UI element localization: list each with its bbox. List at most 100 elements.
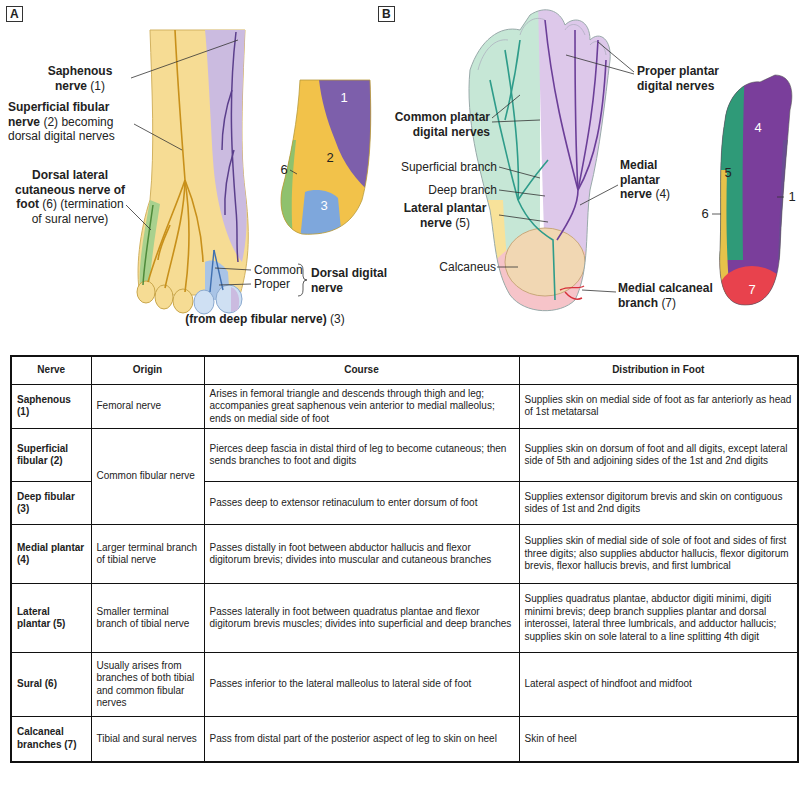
label-group: Superficial branch — [380, 160, 497, 175]
nerve-label: (1) — [90, 79, 105, 93]
table-cell: Lateral aspect of hindfoot and midfoot — [519, 653, 798, 717]
callout-number-group: 1 — [336, 90, 352, 106]
table-cell-text: Pierces deep fascia in distal third of l… — [210, 443, 507, 467]
table-row: Medial plantar (4)Larger terminal branch… — [11, 525, 798, 584]
table-cell: Superficial fibular (2) — [11, 429, 91, 482]
label-group: Deep branch — [400, 183, 497, 198]
nerve-label: (from deep fibular nerve) — [185, 312, 326, 326]
table-cell-text: Skin of heel — [525, 733, 577, 744]
table-cell-text: Supplies extensor digitorum brevis and s… — [525, 491, 783, 515]
nerve-label: (3) — [330, 312, 345, 326]
table-cell: Supplies extensor digitorum brevis and s… — [519, 482, 798, 525]
table-cell-text: Deep fibular (3) — [17, 491, 75, 515]
table-cell: Sural (6) — [11, 653, 91, 717]
callout-number: 7 — [748, 282, 755, 297]
table-cell: Supplies skin of medial side of sole of … — [519, 525, 798, 584]
callout-number: 6 — [280, 162, 287, 177]
dorsal-foot — [137, 30, 248, 314]
table-cell: Lateral plantar (5) — [11, 584, 91, 653]
table-header-cell: Origin — [91, 356, 204, 384]
label-group: Medial plantar nerve(4) — [620, 158, 682, 202]
nerve-label: (5) — [455, 216, 470, 230]
panel-letter: B — [382, 7, 391, 21]
nerve-table: Nerve Origin Course Distribution in FootSap… — [10, 355, 799, 763]
nerve-label: Superficial branch — [401, 160, 497, 174]
table-cell-text: Pass from distal part of the posterior a… — [210, 733, 497, 744]
label-group: Common — [254, 263, 300, 278]
table-cell: Calcaneal branches (7) — [11, 717, 91, 762]
table-cell-text: Passes deep to extensor retinaculum to e… — [210, 497, 478, 508]
plantar-dermatome-map — [700, 60, 800, 320]
table-cell-text: Sural (6) — [17, 678, 57, 689]
table-cell: Supplies skin on medial side of foot as … — [519, 384, 798, 429]
nerve-label: Lateral plantar nerve — [404, 201, 487, 230]
panel-letter-box: A — [6, 6, 23, 22]
callout-number-group: 4 — [750, 120, 766, 136]
table-cell-text: Nerve — [37, 364, 65, 375]
label-group: Dorsal digital nerve — [311, 266, 399, 295]
table-cell: Deep fibular (3) — [11, 482, 91, 525]
table-cell-text: Passes inferior to the lateral malleolus… — [210, 678, 472, 689]
table-cell-text: Larger terminal branch of tibial nerve — [97, 542, 198, 566]
table-cell-text: Smaller terminal branch of tibial nerve — [97, 606, 190, 630]
nerve-label: Common plantar digital nerves — [395, 110, 490, 139]
label-group: Calcaneus — [418, 260, 496, 275]
table-cell: Common fibular nerve — [91, 429, 204, 525]
table-cell-text: Calcaneal branches (7) — [17, 726, 76, 750]
table-cell-text: Supplies skin on dorsum of foot and all … — [525, 443, 788, 467]
table-cell: Smaller terminal branch of tibial nerve — [91, 584, 204, 653]
table-cell: Usually arises from branches of both tib… — [91, 653, 204, 717]
table-cell-text: Lateral plantar (5) — [17, 606, 65, 630]
table-cell: Pass from distal part of the posterior a… — [204, 717, 519, 762]
table-cell: Pierces deep fascia in distal third of l… — [204, 429, 519, 482]
leader-lines — [126, 40, 784, 296]
nerve-label: Medial plantar nerve — [620, 158, 660, 201]
table-cell-text: Lateral aspect of hindfoot and midfoot — [525, 678, 692, 689]
callout-number: 5 — [724, 165, 731, 180]
callout-number: 1 — [788, 189, 795, 204]
table-row: Sural (6) Usually arises from branches of… — [11, 653, 798, 717]
nerve-label: (7) — [661, 296, 676, 310]
table-cell-text: Course — [344, 364, 378, 375]
callout-number: 3 — [320, 198, 327, 213]
table-header-row: Nerve Origin Course Distribution in Foot — [11, 356, 798, 384]
dorsal-dermatome-map — [270, 70, 380, 250]
table-cell-text: Common fibular nerve — [97, 470, 195, 481]
table-cell: Supplies skin on dorsum of foot and all … — [519, 429, 798, 482]
nerve-label: Dorsal digital nerve — [311, 266, 387, 295]
table-row: Lateral plantar (5) Smaller terminal bran… — [11, 584, 798, 653]
table-cell: Medial plantar (4) — [11, 525, 91, 584]
callout-number: 1 — [340, 90, 347, 105]
label-group: Common plantar digital nerves — [380, 110, 490, 139]
table-cell-text: Supplies quadratus plantae, abductor dig… — [525, 593, 777, 642]
nerve-label: (4) — [655, 187, 670, 201]
table-cell-text: Passes distally in foot between abductor… — [210, 542, 492, 566]
table-cell: Saphenous (1) — [11, 384, 91, 429]
callout-number: 2 — [326, 150, 333, 165]
table-header-cell: Distribution in Foot — [519, 356, 798, 384]
nerve-label: Calcaneus — [439, 260, 496, 274]
table-cell-text: Passes laterally in foot between quadrat… — [210, 606, 512, 630]
table-cell-text: Femoral nerve — [97, 400, 161, 411]
table-cell: Arises in femoral triangle and descends … — [204, 384, 519, 429]
table-cell: Femoral nerve — [91, 384, 204, 429]
table-cell: Skin of heel — [519, 717, 798, 762]
table-cell: Passes laterally in foot between quadrat… — [204, 584, 519, 653]
table-row: Deep fibular (3) Passes deep to extensor … — [11, 482, 798, 525]
table-cell-text: Tibial and sural nerves — [97, 733, 197, 744]
label-group: Superficial fibular nerve(2) becoming do… — [8, 100, 136, 144]
table-cell: Larger terminal branch of tibial nerve — [91, 525, 204, 584]
panel-letter: A — [10, 7, 19, 21]
callout-number: 4 — [754, 120, 761, 135]
callout-number-group: 6 — [277, 162, 291, 178]
table-cell-text: Superficial fibular (2) — [17, 443, 68, 467]
callout-number-group: 1 — [785, 189, 799, 205]
table-row: Superficial fibular (2) Common fibular ne… — [11, 429, 798, 482]
table-cell: Supplies quadratus plantae, abductor dig… — [519, 584, 798, 653]
panel-letter-box: B — [378, 6, 395, 22]
label-group: Proper — [254, 277, 300, 292]
callout-number-group: 2 — [322, 150, 338, 166]
table-cell-text: Usually arises from branches of both tib… — [97, 660, 195, 709]
nerve-label: Deep branch — [428, 183, 497, 197]
table-cell-text: Supplies skin on medial side of foot as … — [525, 394, 792, 418]
